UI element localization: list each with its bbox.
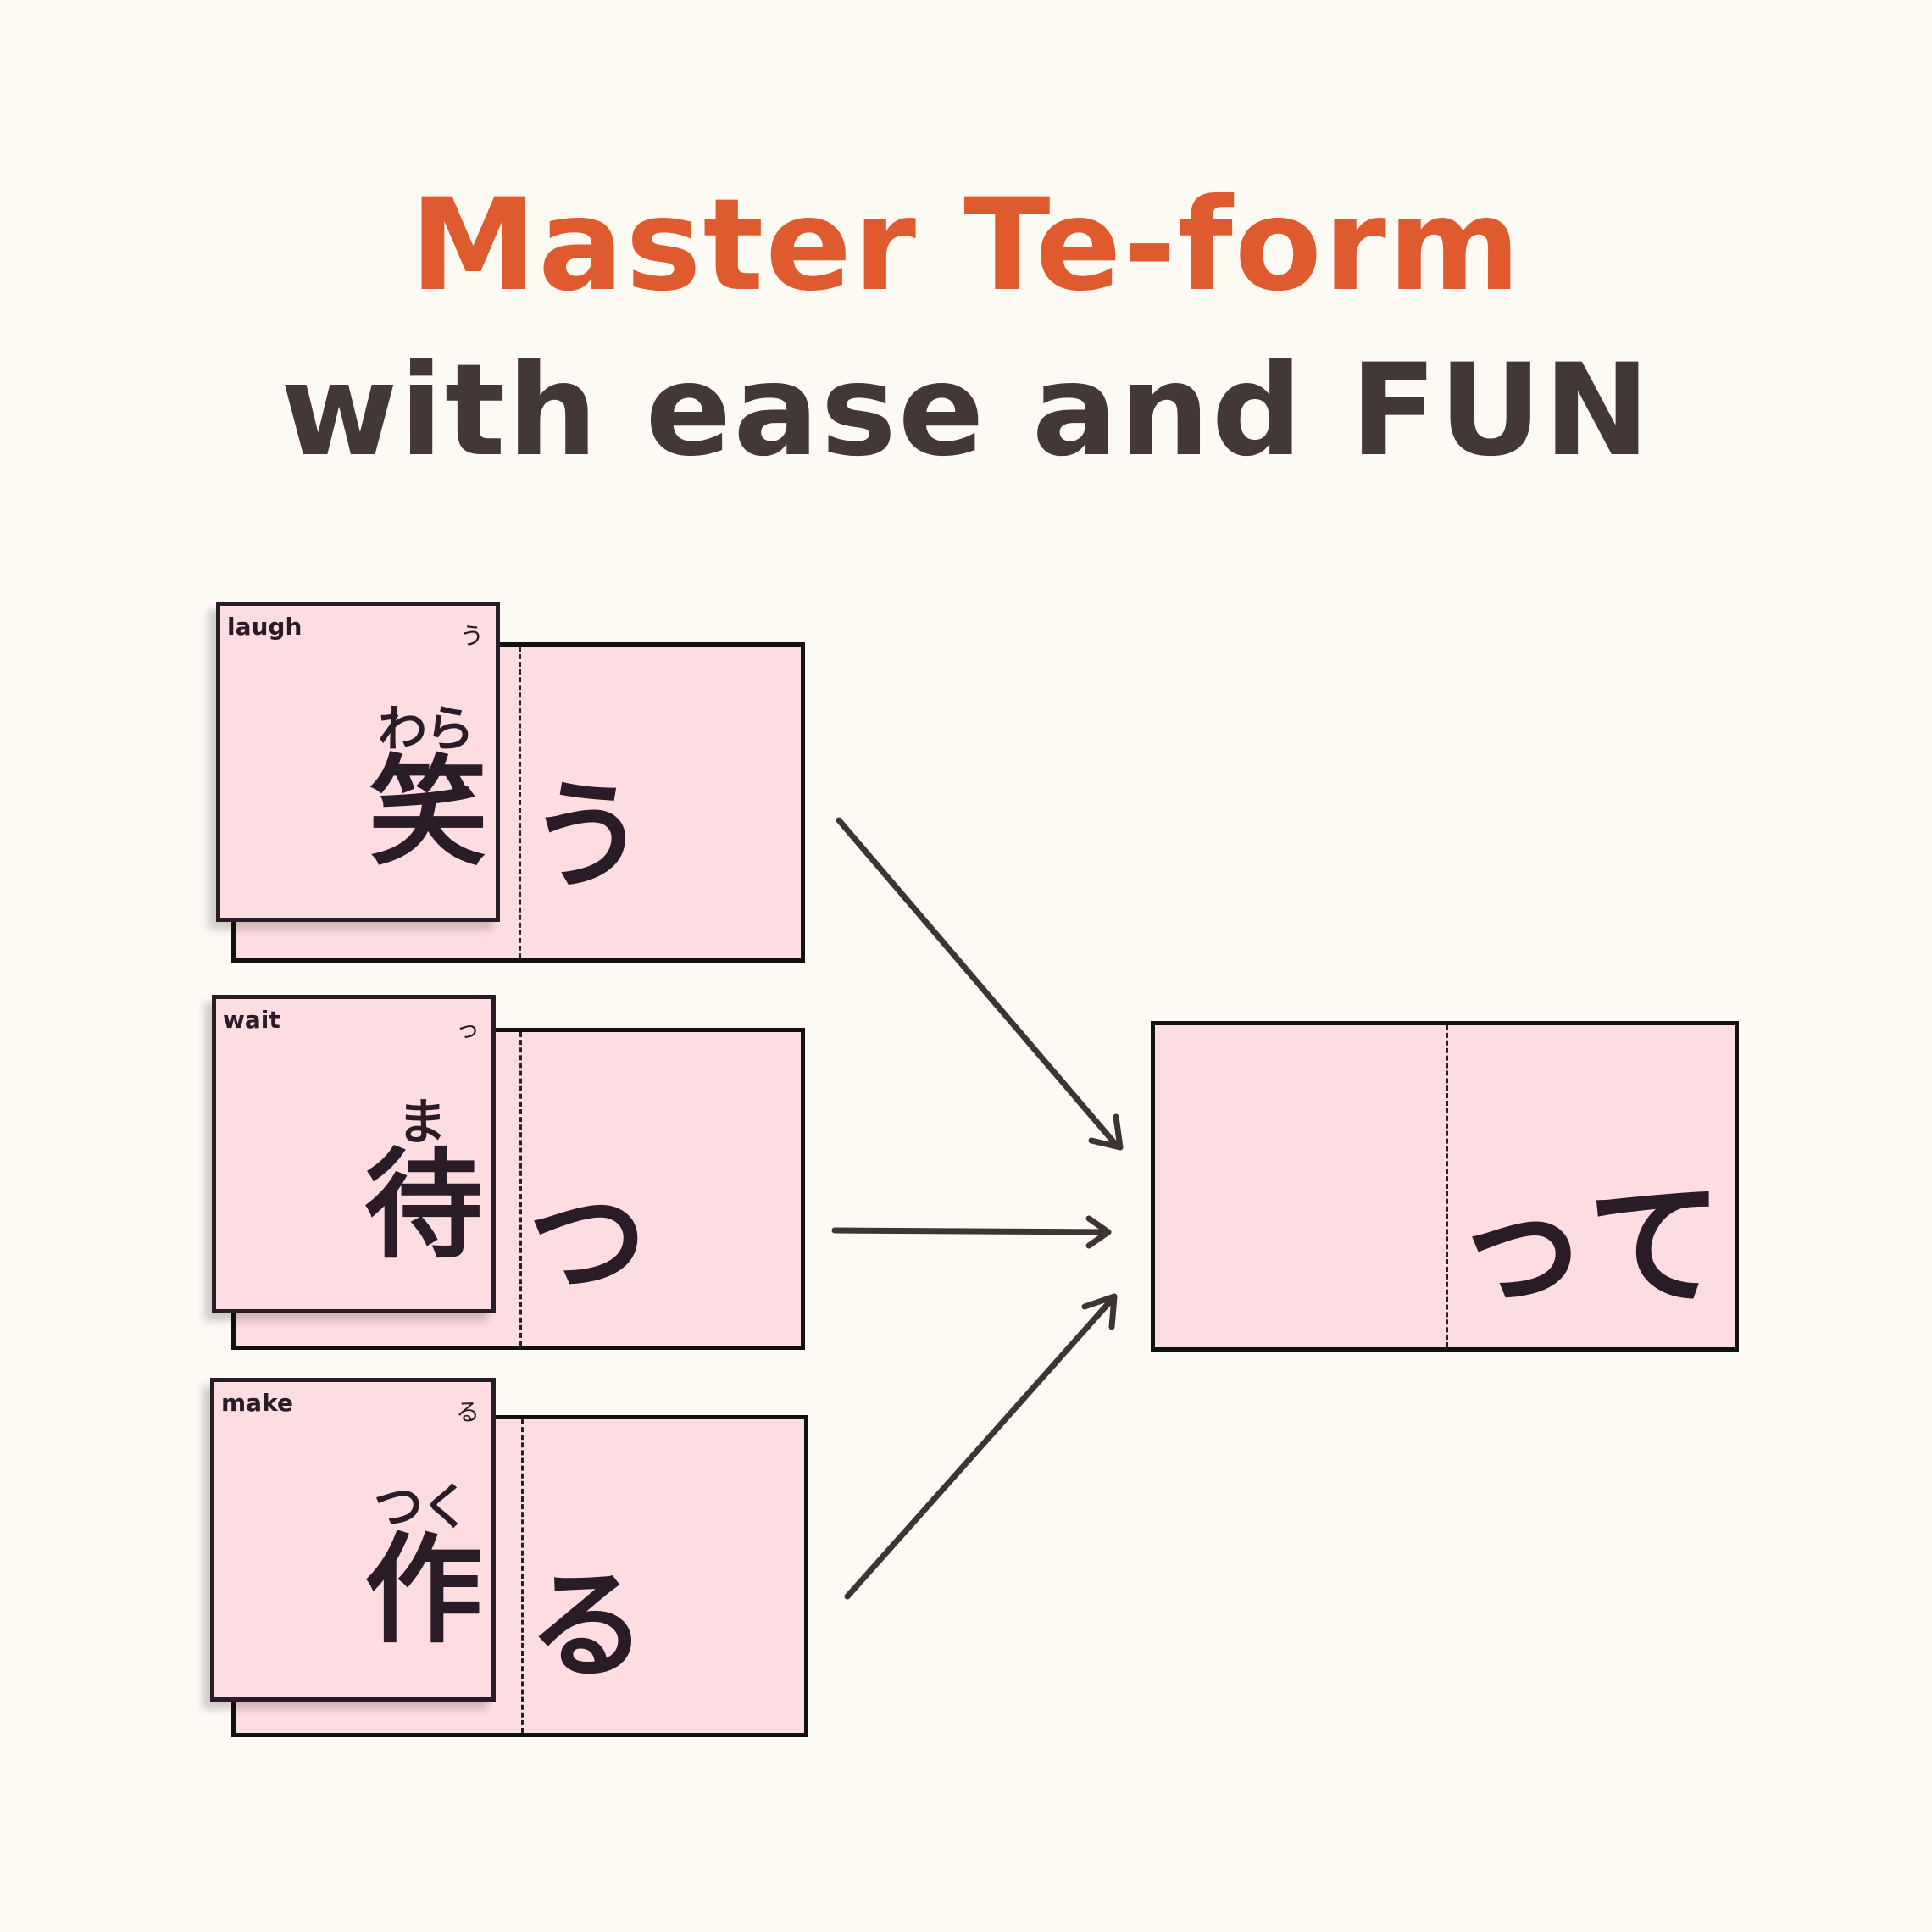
divider-line [519, 647, 521, 958]
furigana: ま [397, 1093, 447, 1151]
te-form-ending: って [1453, 1166, 1729, 1324]
divider-line [519, 1032, 522, 1346]
corner-kana: う [459, 622, 484, 650]
verb-kanji: 笑 [369, 744, 488, 882]
stem-card-laugh[interactable]: laugh う わら 笑 [216, 602, 500, 922]
verb-meaning: wait [223, 1006, 280, 1034]
result-card [1151, 1021, 1739, 1352]
verb-meaning: make [221, 1389, 293, 1417]
verb-ending: る [528, 1557, 647, 1696]
title-line-1: Master Te-form [409, 172, 1523, 319]
verb-ending: つ [528, 1174, 647, 1313]
title-line-2: with ease and FUN [280, 337, 1652, 485]
stem-card-wait[interactable]: wait っ ま 待 [212, 995, 496, 1313]
arrow-wait-head [1085, 1215, 1112, 1249]
fold-line [493, 1382, 496, 1697]
stem-card-make[interactable]: make る つく 作 [210, 1378, 496, 1702]
arrow-wait [831, 1227, 1112, 1235]
furigana: わら [377, 700, 475, 758]
verb-kanji: 待 [364, 1137, 484, 1275]
divider-line [521, 1419, 524, 1733]
verb-kanji: 作 [364, 1522, 484, 1660]
arrow-make-head [1081, 1293, 1118, 1330]
verb-meaning: laugh [227, 613, 303, 641]
arrow-laugh-head [1088, 1113, 1124, 1151]
fold-line [497, 606, 500, 918]
corner-kana: っ [455, 1015, 480, 1043]
fold-line [493, 999, 496, 1309]
corner-kana: る [455, 1398, 480, 1426]
divider-line [1446, 1025, 1448, 1347]
furigana: つく [373, 1478, 470, 1535]
verb-ending: う [528, 768, 647, 906]
arrow-laugh [836, 817, 1120, 1149]
arrow-make [844, 1298, 1113, 1600]
